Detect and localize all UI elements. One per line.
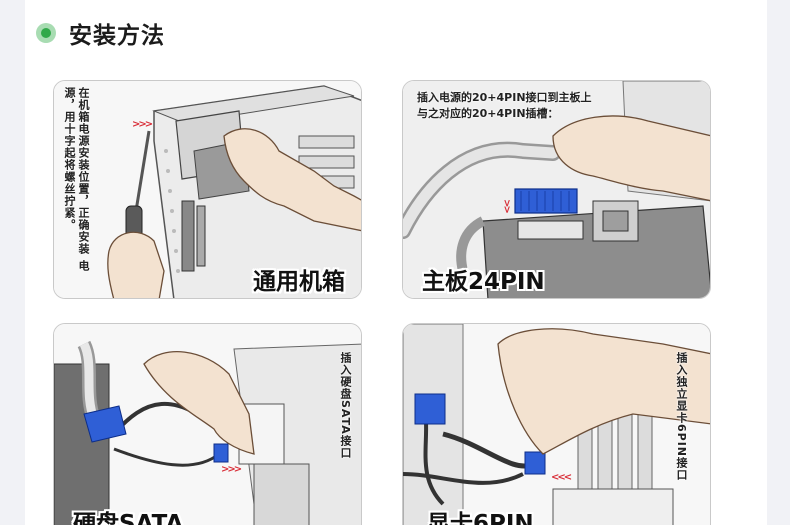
section-header: 安装方法 (36, 16, 165, 50)
sata-illustration (54, 324, 361, 525)
gpu-illustration (403, 324, 710, 525)
red-arrow-icon: <<< (551, 472, 572, 483)
install-note: 插入电源的20+4PIN接口到主板上 与之对应的20+4PIN插槽： (417, 90, 632, 122)
install-note: 插入独立显卡6PIN接口 (674, 352, 688, 525)
install-note-line: 插入电源的20+4PIN接口到主板上 (417, 91, 592, 104)
card-hdd-sata: >>> 插入硬盘SATA接口 硬盘SATA (53, 323, 362, 525)
card-caption: 显卡6PIN (427, 511, 534, 525)
chassis-illustration (54, 81, 361, 298)
card-caption: 主板24PIN (422, 269, 545, 295)
red-arrow-icon: >>> (132, 119, 153, 130)
card-caption: 通用机箱 (253, 269, 345, 295)
install-note-line: 在机箱电源安装位置，正确安装 (77, 87, 90, 255)
card-chassis: >>> 在机箱电源安装位置，正确安装 电源，用十字起将螺丝拧紧。 通用机箱 (53, 80, 362, 299)
install-note-line: 与之对应的20+4PIN插槽： (417, 107, 559, 120)
install-note: 在机箱电源安装位置，正确安装 电源，用十字起将螺丝拧紧。 (62, 87, 90, 272)
card-caption: 硬盘SATA (73, 511, 184, 525)
install-note: 插入硬盘SATA接口 (338, 352, 352, 525)
section-title: 安装方法 (69, 23, 165, 49)
card-motherboard-24pin: >> 插入电源的20+4PIN接口到主板上 与之对应的20+4PIN插槽： 主板… (402, 80, 711, 299)
card-gpu-6pin: <<< 插入独立显卡6PIN接口 显卡6PIN (402, 323, 711, 525)
install-note-line: 插入独立显卡6PIN接口 (675, 352, 688, 482)
install-note-line: 电源，用十字起将螺丝拧紧。 (63, 87, 90, 272)
motherboard-illustration (403, 81, 710, 298)
red-arrow-icon: >> (501, 199, 512, 212)
install-note-line: 插入硬盘SATA接口 (339, 352, 352, 459)
red-arrow-icon: >>> (221, 464, 242, 475)
green-bullet-icon (36, 23, 56, 43)
